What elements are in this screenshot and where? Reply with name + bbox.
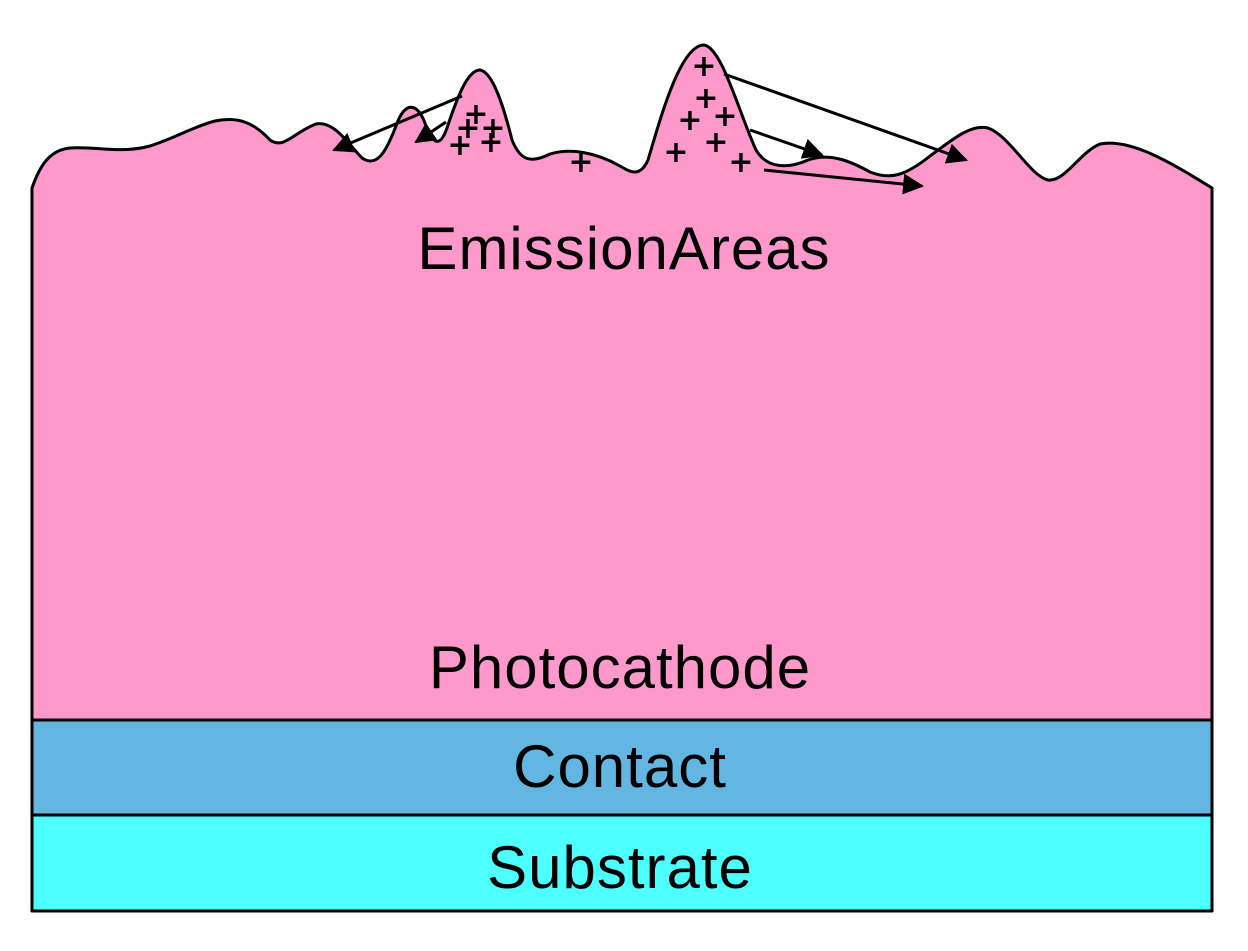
emission-arrow bbox=[414, 120, 447, 144]
emission-arrow bbox=[749, 128, 824, 159]
photocathode-label: Photocathode bbox=[429, 634, 811, 701]
photocathode-layer bbox=[30, 43, 1214, 722]
right-peak-charges: + + + + + + + bbox=[663, 49, 753, 180]
charge-mark: + bbox=[691, 49, 716, 84]
charge-mark: + bbox=[712, 99, 737, 134]
contact-label: Contact bbox=[513, 733, 727, 800]
emission-arrows bbox=[332, 72, 968, 195]
emission-arrow bbox=[332, 94, 463, 153]
charge-mark: + bbox=[693, 81, 718, 116]
emission-arrow bbox=[763, 168, 925, 195]
charge-mark: + bbox=[455, 111, 480, 146]
charge-mark: + bbox=[703, 125, 728, 160]
charge-mark: + bbox=[463, 97, 488, 132]
charge-mark: + bbox=[663, 135, 688, 170]
left-peak-charges: + + + + + bbox=[447, 97, 505, 163]
charge-mark: + bbox=[677, 103, 702, 138]
substrate-layer bbox=[30, 813, 1214, 913]
substrate-label: Substrate bbox=[487, 834, 753, 901]
charge-mark: + bbox=[728, 145, 753, 180]
emission-areas-label: EmissionAreas bbox=[417, 215, 830, 282]
charge-mark: + bbox=[478, 125, 503, 160]
contact-layer bbox=[30, 718, 1214, 817]
charge-mark: + bbox=[568, 145, 593, 180]
charge-mark: + bbox=[480, 111, 505, 146]
emission-arrow bbox=[723, 72, 968, 164]
charge-mark: + bbox=[447, 128, 472, 163]
